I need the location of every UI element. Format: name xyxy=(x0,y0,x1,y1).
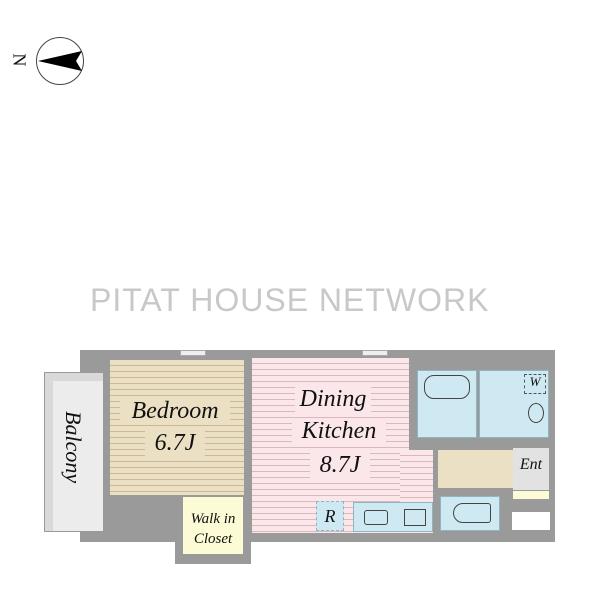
fridge-label: R xyxy=(324,506,336,526)
dining-size: 8.7J xyxy=(310,452,370,479)
bedroom-size: 6.7J xyxy=(145,430,205,457)
window xyxy=(362,350,388,356)
kitchen-counter xyxy=(353,502,433,532)
compass-north-label: N xyxy=(9,53,30,67)
storage xyxy=(512,512,550,530)
balcony: Balcony xyxy=(44,372,104,532)
basin-icon xyxy=(528,403,544,423)
washroom: W xyxy=(479,370,549,438)
bathtub-icon xyxy=(424,375,470,399)
bathroom xyxy=(417,370,477,438)
bedroom-name: Bedroom xyxy=(120,398,230,425)
stove-icon xyxy=(404,509,426,526)
walk-in-closet: Walk in Closet xyxy=(183,497,243,554)
bedroom: Bedroom 6.7J xyxy=(110,360,244,495)
dining-name: Dining xyxy=(295,386,371,413)
hallway xyxy=(438,450,513,488)
window xyxy=(180,350,206,356)
toilet-room xyxy=(440,496,500,531)
balcony-label: Balcony xyxy=(61,411,87,484)
closet-line1: Walk in xyxy=(190,511,236,527)
shoe-box xyxy=(513,491,549,499)
kitchen-name: Kitchen xyxy=(292,418,386,445)
wall-gap xyxy=(80,542,175,572)
compass-arrow-icon xyxy=(38,51,82,71)
watermark: PITAT HOUSE NETWORK xyxy=(90,282,490,318)
compass xyxy=(36,37,84,85)
washer-label: W xyxy=(524,374,546,394)
entrance: Ent xyxy=(513,448,549,490)
entrance-label: Ent xyxy=(519,456,543,473)
sink-icon xyxy=(364,510,388,525)
toilet-icon xyxy=(453,503,491,523)
fridge: R xyxy=(316,501,344,531)
closet-line2: Closet xyxy=(193,531,233,547)
